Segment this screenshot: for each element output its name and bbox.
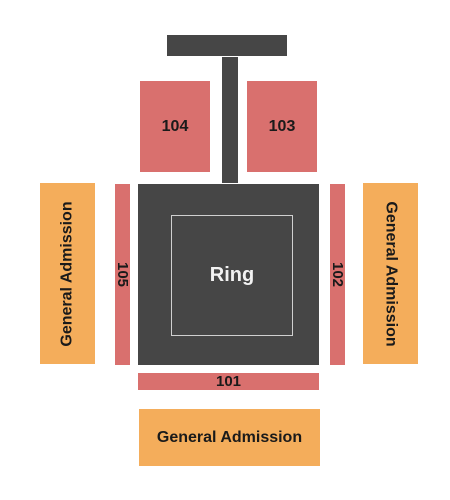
general-admission-right-label: General Admission — [382, 200, 400, 347]
general-admission-bottom-label: General Admission — [156, 428, 303, 446]
section-103[interactable]: 103 — [247, 81, 317, 172]
stage-bar — [167, 35, 287, 56]
section-105[interactable]: 105 — [114, 184, 131, 365]
section-104-label: 104 — [161, 117, 189, 135]
general-admission-left-label: General Admission — [58, 200, 76, 347]
section-105-label: 105 — [114, 261, 131, 288]
section-102[interactable]: 102 — [329, 184, 346, 365]
floor-area — [138, 184, 319, 365]
section-101[interactable]: 101 — [138, 373, 319, 390]
section-104[interactable]: 104 — [140, 81, 210, 172]
section-101-label: 101 — [215, 373, 242, 390]
entrance-walkway — [222, 57, 238, 183]
section-102-label: 102 — [329, 261, 346, 288]
general-admission-bottom[interactable]: General Admission — [139, 409, 320, 466]
section-103-label: 103 — [268, 117, 296, 135]
ring-label: Ring — [209, 264, 255, 286]
general-admission-left[interactable]: General Admission — [40, 183, 95, 364]
general-admission-right[interactable]: General Admission — [363, 183, 418, 364]
ring[interactable]: Ring — [171, 215, 293, 336]
